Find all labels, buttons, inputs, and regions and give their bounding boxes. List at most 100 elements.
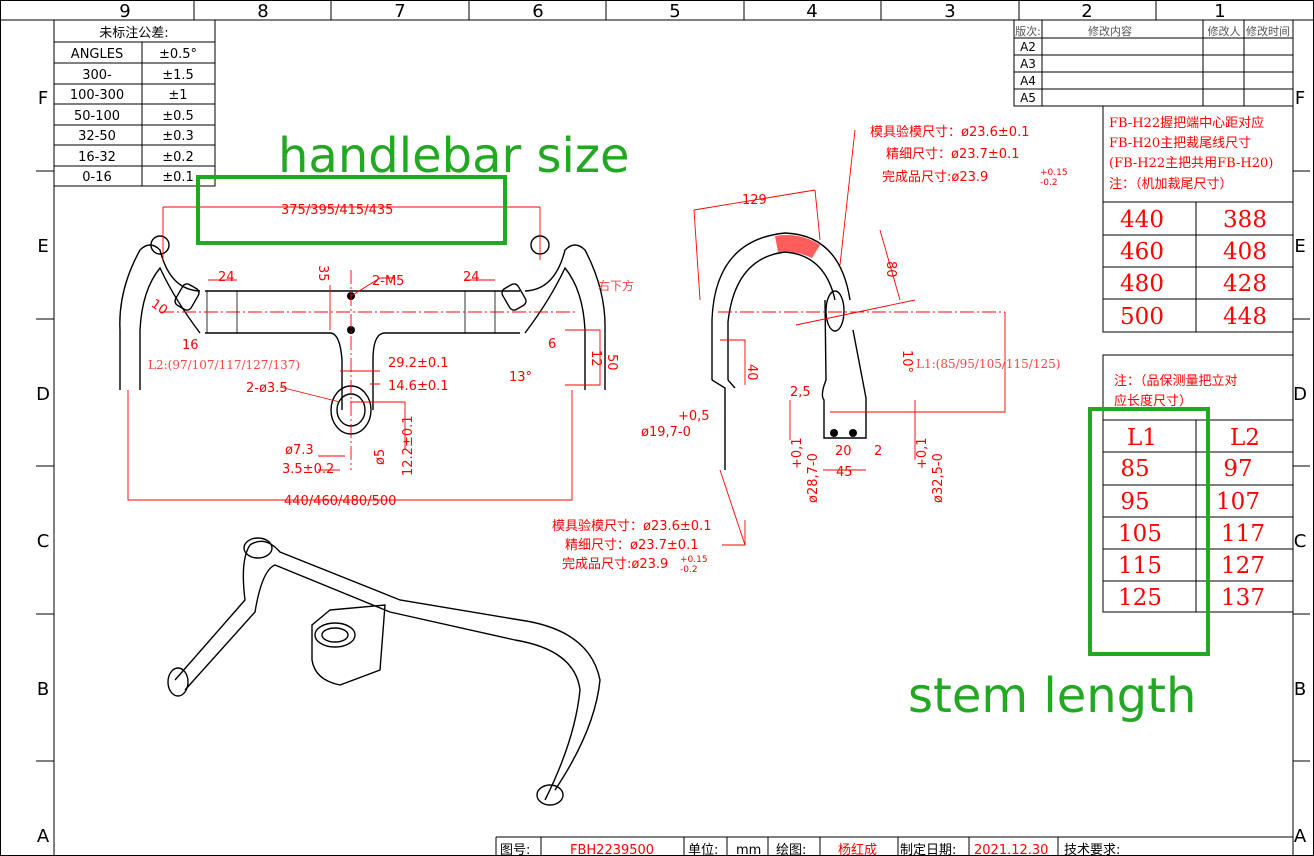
stem-cell: 105 — [1118, 521, 1162, 547]
dim-7-3: ø7.3 — [285, 443, 314, 458]
dim-20: 20 — [835, 444, 852, 459]
stem-header: L1 — [1127, 425, 1157, 451]
tolerance-range: 16-32 — [78, 150, 116, 165]
drop-cell: 408 — [1223, 239, 1267, 265]
front-view-drawing: 375/395/415/435 440/460/480/500 24 24 35… — [119, 203, 634, 509]
tolerance-range: 50-100 — [74, 109, 120, 124]
row-label: F — [38, 88, 48, 109]
dim-bottom-width: 440/460/480/500 — [284, 494, 396, 509]
dim-angle-10: 10° — [899, 350, 914, 373]
unit-label: 单位: — [688, 843, 718, 856]
row-label: C — [37, 531, 50, 552]
dim-10: 10 — [148, 297, 170, 319]
dim-45: 45 — [836, 465, 853, 480]
row-label: A — [37, 826, 50, 847]
dim-50: 50 — [604, 354, 619, 371]
handlebar-size-label: handlebar size — [278, 128, 630, 184]
row-label: E — [1294, 236, 1305, 257]
dim-l1: L1:(85/95/105/115/125) — [916, 357, 1060, 371]
revision-version: A5 — [1020, 91, 1036, 105]
stem-cell: 127 — [1221, 553, 1265, 579]
revision-header: 修改时间 — [1246, 24, 1290, 38]
stem-cell: 85 — [1120, 456, 1149, 482]
tolerance-range: 100-300 — [70, 88, 124, 103]
stem-cell: 125 — [1118, 585, 1162, 611]
dim-holes: 2-ø3.5 — [246, 381, 288, 396]
fine-size-note: 精细尺寸：ø23.7±0.1 — [886, 147, 1019, 162]
dim-80: 80 — [883, 261, 898, 278]
column-label: 8 — [257, 1, 268, 22]
dim-19-7-tol: +0,5 — [678, 409, 710, 424]
dim-12-2: 12.2±0.1 — [401, 415, 416, 476]
drop-cell: 440 — [1120, 207, 1164, 233]
stem-header: L2 — [1230, 425, 1260, 451]
revision-header: 修改内容 — [1088, 24, 1132, 38]
revision-version: A2 — [1020, 40, 1036, 54]
tolerance-range: 0-16 — [82, 170, 112, 185]
title-block: 图号: FBH2239500 单位: mm 绘图: 杨红成 制定日期: 2021… — [495, 836, 1293, 856]
column-label: 1 — [1214, 1, 1225, 22]
note-line: (FB-H22主把共用FB-H20) — [1109, 156, 1273, 171]
column-label: 4 — [806, 1, 817, 22]
tolerance-value: ±0.3 — [162, 129, 194, 144]
dim-28-7-tol: +0,1 — [790, 437, 805, 469]
row-label: D — [1293, 384, 1307, 405]
dim-clamp-right: 24 — [463, 270, 480, 285]
dim-3-5: 3.5±0.2 — [282, 462, 334, 477]
stem-length-label: stem length — [908, 668, 1196, 724]
row-label: D — [36, 384, 50, 405]
stem-cell: 115 — [1118, 553, 1162, 579]
drawn-by: 杨红成 — [838, 842, 877, 856]
row-label: F — [1295, 88, 1305, 109]
drawing-number: FBH2239500 — [570, 843, 654, 856]
tolerance-upper: +0.15 — [1040, 168, 1068, 178]
tolerance-value: ±1 — [168, 88, 187, 103]
fine-size-note: 精细尺寸：ø23.7±0.1 — [565, 538, 698, 553]
note-line: 注：（机加裁尾尺寸） — [1109, 176, 1233, 192]
unit-value: mm — [736, 843, 761, 856]
dim-16: 16 — [182, 338, 199, 353]
column-label: 9 — [119, 1, 130, 22]
tolerance-range: 32-50 — [78, 129, 116, 144]
drawn-by-label: 绘图: — [776, 843, 806, 856]
drop-cell: 388 — [1223, 207, 1267, 233]
tolerance-value: ±1.5 — [162, 68, 194, 83]
green-annotations: handlebar size stem length — [196, 128, 1210, 724]
drop-cell: 480 — [1120, 271, 1164, 297]
note-line: FB-H22握把端中心距对应 — [1109, 115, 1264, 131]
stem-length-table: 注：（品保测量把立对 应长度尺寸） L1 L2 85 97 95 107 105… — [1102, 354, 1294, 613]
dim-14-6: 14.6±0.1 — [388, 379, 449, 394]
row-label: B — [37, 679, 49, 700]
row-label: A — [1294, 826, 1307, 847]
column-label: 5 — [669, 1, 680, 22]
mold-size-note: 模具验模尺寸：ø23.6±0.1 — [870, 124, 1029, 140]
isometric-view-drawing — [167, 537, 601, 806]
dim-12: 12 — [588, 350, 603, 367]
column-label: 7 — [394, 1, 405, 22]
revision-header: 版次: — [1015, 24, 1041, 38]
tolerance-table: 未标注公差: ANGLES ±0.5° 300- ±1.5 100-300 ±1… — [53, 19, 216, 187]
stem-cell: 97 — [1223, 456, 1252, 482]
drop-cell: 448 — [1223, 304, 1267, 330]
dim-angle-13: 13° — [509, 370, 532, 385]
dim-2: 2 — [874, 444, 882, 459]
tolerance-upper: +0.15 — [680, 555, 708, 565]
tolerance-value: ±0.2 — [162, 150, 194, 165]
tolerance-lower: -0.2 — [680, 565, 698, 575]
stem-cell: 137 — [1221, 585, 1265, 611]
dim-6: 6 — [548, 337, 556, 352]
column-label: 3 — [944, 1, 955, 22]
tolerance-title: 未标注公差: — [99, 26, 168, 41]
row-label: E — [37, 236, 48, 257]
dim-29-2: 29.2±0.1 — [388, 356, 449, 371]
tolerance-range: ANGLES — [71, 47, 123, 62]
tolerance-range: 300- — [82, 68, 112, 83]
technical-requirements-label: 技术要求: — [1064, 843, 1120, 856]
drop-cell: 500 — [1120, 304, 1164, 330]
dim-28-7: ø28,7-0 — [806, 453, 821, 503]
drop-cell: 428 — [1223, 271, 1267, 297]
note-line: 注：（品保测量把立对 — [1114, 374, 1238, 389]
dim-l2: L2:(97/107/117/127/137) — [148, 358, 300, 372]
stem-cell: 95 — [1120, 489, 1149, 515]
